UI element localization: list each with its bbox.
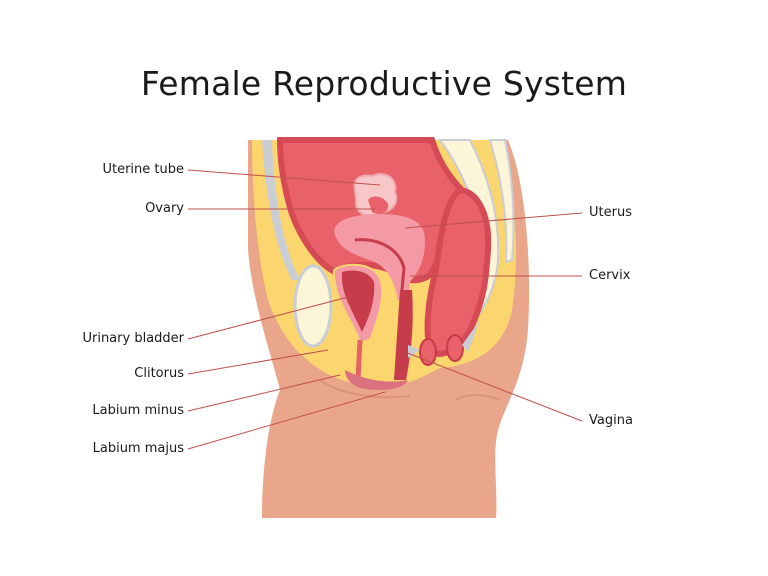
leader-uterine-tube xyxy=(187,169,381,186)
leader-vagina xyxy=(404,351,583,422)
label-uterus: Uterus xyxy=(589,205,632,220)
buttock-fold xyxy=(454,394,501,401)
label-cervix: Cervix xyxy=(589,268,631,283)
sphincter-left xyxy=(419,338,437,366)
label-clitorus: Clitorus xyxy=(134,366,184,381)
leader-urinary-bladder xyxy=(187,295,353,340)
label-labium-majus: Labium majus xyxy=(92,441,184,456)
leader-lines xyxy=(187,169,583,450)
label-labium-minus: Labium minus xyxy=(92,403,184,418)
uterine-cavity xyxy=(354,238,406,291)
leader-clitorus xyxy=(187,349,329,375)
diagram-title: Female Reproductive System xyxy=(140,64,628,103)
pelvic-floor-right xyxy=(462,320,480,352)
urethra xyxy=(355,339,363,381)
label-urinary-bladder: Urinary bladder xyxy=(82,331,184,346)
labium-majus-fold xyxy=(319,379,411,399)
label-ovary: Ovary xyxy=(145,201,184,216)
coccyx xyxy=(488,139,515,264)
vulva-shape xyxy=(345,370,408,390)
bladder-inner xyxy=(341,270,375,332)
sphincter-right xyxy=(446,334,464,362)
leader-labium-minus xyxy=(187,374,341,412)
label-uterine-tube: Uterine tube xyxy=(102,162,184,177)
label-vagina: Vagina xyxy=(589,413,633,428)
leader-labium-majus xyxy=(187,391,386,450)
abdominal-wall xyxy=(262,140,300,280)
leader-uterus xyxy=(404,212,583,229)
